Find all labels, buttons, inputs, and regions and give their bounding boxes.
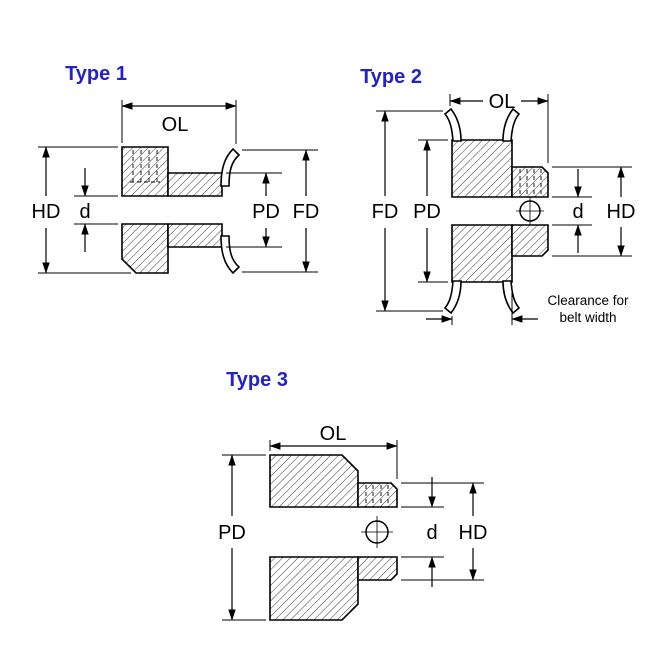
clearance-note-line1: Clearance for [547,293,629,308]
type1-flange-lower [220,235,241,275]
type2-clearance-note: Clearance for belt width [426,286,629,325]
type2-hub-lower-section [511,224,549,257]
type1-rim-lower-section [167,223,223,248]
type1-fd-label: FD [293,201,320,223]
type3-hub-lower-section [357,556,398,581]
clearance-note-line2: belt width [559,310,616,325]
type1-setscrew-threads [130,150,160,183]
type1-dim-ol: OL [121,100,237,144]
type3-dim-ol: OL [269,423,398,479]
type3-ol-label: OL [320,423,347,445]
type1-pulley-section [121,146,241,275]
type1-pd-label: PD [252,201,280,223]
type1-ol-label: OL [162,114,189,136]
type3-setscrew-threads [365,485,389,507]
type2-hub-upper-section [511,166,549,198]
type1-hub-lower-section [121,223,169,274]
type2-flange-lower-right [502,280,521,315]
type2-dim-hd: HD [552,166,636,257]
type1-flange-upper [220,147,241,187]
type2-dim-d: d [552,169,592,253]
type1-dim-hd: HD [32,146,131,274]
type2-pd-label: PD [413,201,441,223]
type2-dim-ol: OL [449,91,549,163]
type1-hd-label: HD [32,201,61,223]
type3-hub-upper-section [357,482,398,508]
type2-setscrew-threads [519,169,542,196]
type3-dim-pd: PD [218,454,266,621]
type2-dim-fd: FD [372,110,443,312]
type3-body-lower-section [269,556,359,621]
figure-type2: Type 2 OL [360,66,635,325]
type3-pulley-section [269,454,398,621]
type2-ol-label: OL [489,91,516,113]
type2-fd-label: FD [372,201,399,223]
type2-d-label: d [572,201,583,223]
type1-title: Type 1 [65,63,127,85]
type3-dim-hd: HD [401,482,488,581]
type3-setscrew-crosshair [361,516,393,548]
type1-d-label: d [79,201,90,223]
type1-hub-upper-section [121,146,169,197]
type2-setscrew-crosshair [516,197,544,225]
type2-rim-upper-section [451,139,513,198]
type3-hd-label: HD [459,522,488,544]
type1-dim-d: d [74,168,118,252]
type1-dim-fd: FD [242,149,320,273]
type2-flange-upper-right [502,107,521,142]
figure-type3: Type 3 OL [218,369,488,621]
type2-pulley-section [443,107,549,315]
type3-body-upper-section [269,454,359,508]
type1-dim-pd: PD [226,172,282,248]
type1-rim-upper-section [167,172,223,197]
type2-hd-label: HD [607,201,636,223]
type2-dim-pd: PD [413,139,448,283]
type2-title: Type 2 [360,66,422,88]
type2-rim-lower-section [451,224,513,283]
type3-title: Type 3 [226,369,288,391]
figure-type1: Type 1 OL [32,63,320,275]
type2-flange-upper-left [443,107,462,142]
type3-d-label: d [426,522,437,544]
type3-dim-d: d [401,477,444,587]
type2-flange-lower-left [443,280,462,315]
type3-pd-label: PD [218,522,246,544]
